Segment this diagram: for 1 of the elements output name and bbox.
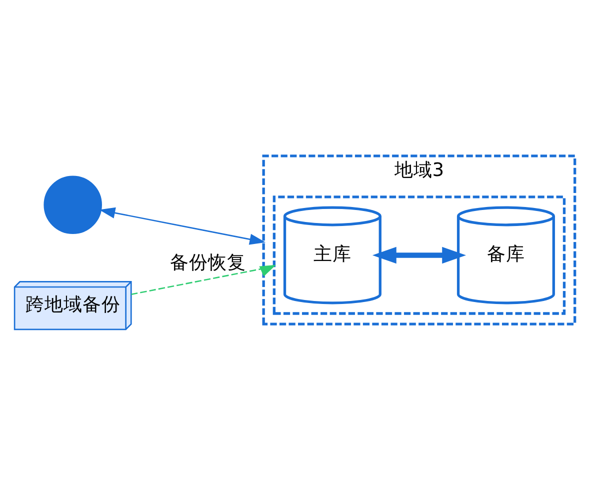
edge-label: 备份恢复	[170, 252, 246, 274]
